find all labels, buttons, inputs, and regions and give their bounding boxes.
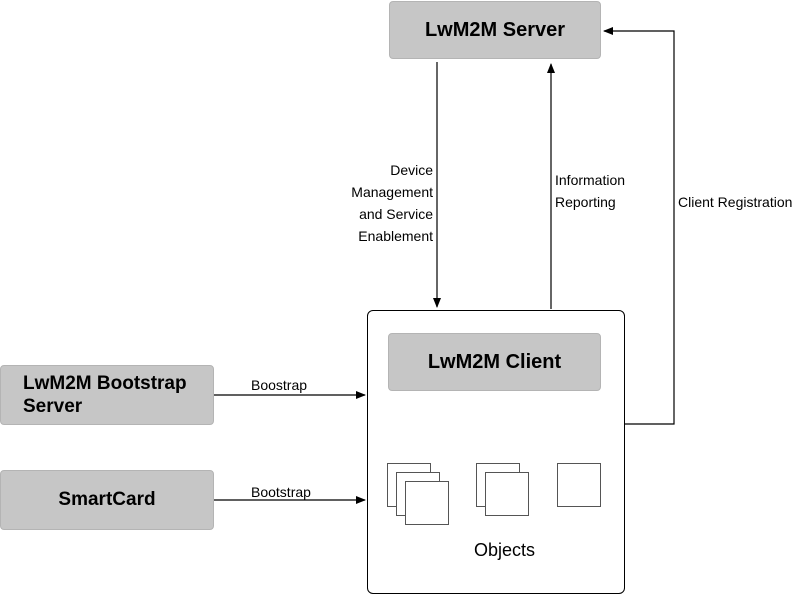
object-instance [557, 463, 601, 507]
smartcard-label: SmartCard [58, 489, 156, 510]
device-management-line: Enablement [358, 228, 433, 244]
information-reporting-line: Reporting [555, 194, 616, 210]
information-reporting-label: Information Reporting [555, 169, 625, 213]
device-management-line: Device [390, 162, 433, 178]
bootstrap-server-label-line1: LwM2M Bootstrap [23, 373, 187, 394]
smartcard-node: SmartCard [0, 470, 214, 530]
lwm2m-client-node: LwM2M Client [388, 333, 601, 391]
objects-label: Objects [474, 540, 536, 560]
client-registration-label: Client Registration [678, 194, 793, 210]
lwm2m-bootstrap-server-node: LwM2M Bootstrap Server [0, 365, 214, 425]
bootstrap-server-label-line2: Server [23, 396, 83, 417]
device-management-line: and Service [359, 206, 433, 222]
object-instance [485, 472, 529, 516]
lwm2m-server-label: LwM2M Server [424, 18, 566, 41]
object-instance [405, 481, 449, 525]
lwm2m-server-node: LwM2M Server [389, 1, 601, 59]
device-management-label: Device Management and Service Enablement [330, 159, 433, 247]
lwm2m-client-label: LwM2M Client [427, 350, 562, 373]
smartcard-edge-label: Bootstrap [251, 484, 311, 500]
information-reporting-line: Information [555, 172, 626, 188]
bootstrap-server-edge-label: Boostrap [251, 377, 308, 393]
device-management-line: Management [351, 184, 433, 200]
